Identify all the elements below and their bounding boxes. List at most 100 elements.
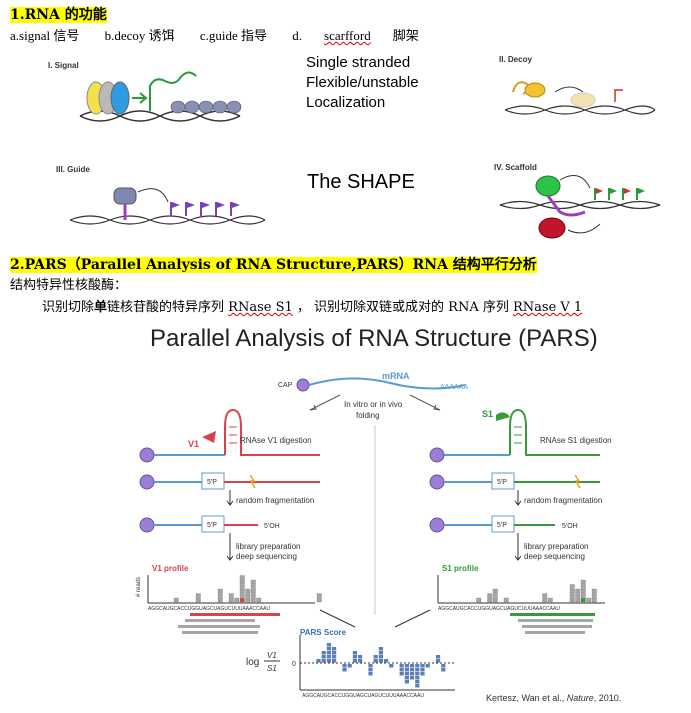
read-block: [580, 584, 586, 589]
pars-score-block: [415, 664, 420, 668]
read-block: [575, 588, 581, 594]
scaffold-flags-icons: [594, 188, 645, 200]
polya-label: AAAAAA: [440, 384, 468, 391]
property-flexible: Flexible/unstable: [306, 74, 419, 91]
shape-label: The SHAPE: [307, 171, 415, 193]
pars-sequence: AGGCAUGCACCUGGUAGCUAGUCUUUAAACCAAU: [302, 693, 424, 699]
svg-text:5'P: 5'P: [207, 522, 217, 529]
pars-score-block: [321, 651, 326, 655]
read-block: [195, 593, 201, 598]
v1-5oh-label: 5'OH: [264, 523, 280, 530]
read-block: [580, 588, 586, 594]
pars-score-block: [352, 651, 357, 655]
read-block: [569, 588, 575, 594]
pars-score-block: [368, 672, 373, 676]
pars-score-block: [420, 664, 425, 668]
nucleosome-icons: [170, 100, 242, 114]
pars-score-block: [404, 672, 409, 676]
decoy-protein-icon: [524, 82, 546, 98]
guide-panel-label: III. Guide: [56, 165, 90, 174]
role-guide: c.guide 指导: [199, 28, 268, 43]
read-block: [542, 593, 548, 598]
pars-score-block: [420, 668, 425, 672]
s1-digestion-label: RNAse S1 digestion: [540, 436, 612, 445]
s1-read-bar: [522, 625, 592, 628]
rna-properties: Single stranded Flexible/unstable Locali…: [306, 53, 419, 113]
v1-hairpin: [224, 408, 320, 456]
read-block: [239, 588, 245, 594]
read-block: [492, 597, 498, 603]
v1-profile-bars: [173, 575, 322, 603]
v1-branch: V1 RNAse V1 digestion 5'P random fragmen…: [136, 408, 322, 634]
nuclease-description: 识别切除单链核苷酸的特异序列 RNase S1 ， 识别切除双链或成对的 RNA…: [42, 300, 583, 315]
read-block: [316, 593, 322, 598]
v1-read-bar: [182, 631, 258, 634]
read-block: [575, 593, 581, 598]
read-block: [239, 575, 245, 580]
guide-protein-icon: [113, 187, 137, 205]
s1-label: S1: [482, 409, 493, 419]
read-block: [250, 584, 256, 589]
histone-mark-icons: [170, 202, 240, 216]
v1-digestion-label: RNAse V1 digestion: [240, 436, 312, 445]
decoy-diagram: II. Decoy: [499, 55, 656, 115]
pars-score-label: PARS Score: [300, 628, 347, 637]
green-protein-icon: [535, 175, 561, 197]
pars-score-block: [399, 664, 404, 668]
read-block: [580, 597, 586, 603]
read-block: [492, 588, 498, 594]
read-block: [586, 597, 592, 603]
read-block: [569, 593, 575, 598]
pars-score-block: [441, 668, 446, 672]
pars-score-block: [404, 680, 409, 684]
s1-cap-icon: [429, 447, 445, 463]
left-split-arrow: [309, 394, 341, 411]
signal-rna-icon: [149, 71, 197, 111]
s1-random-frag-label: random fragmentation: [524, 496, 602, 505]
pars-score-block: [332, 655, 337, 659]
signal-panel-label: I. Signal: [48, 61, 79, 70]
pars-score-block: [332, 647, 337, 651]
pars-figure-title: Parallel Analysis of RNA Structure (PARS…: [150, 325, 598, 352]
read-block: [245, 597, 251, 603]
read-block: [239, 597, 245, 603]
pars-score-block: [378, 655, 383, 659]
v1-read-bar: [185, 619, 255, 622]
pars-score-block: [321, 659, 326, 663]
s1-read-bar: [510, 613, 595, 616]
pars-score-block: [368, 668, 373, 672]
folding-label-1: In vitro or in vivo: [344, 400, 403, 409]
pars-score-block: [404, 668, 409, 672]
s1-hairpin: [509, 408, 600, 456]
v1-5p-label: 5'P: [207, 479, 217, 486]
pars-score-block: [399, 672, 404, 676]
pars-score-block: [410, 676, 415, 680]
read-block: [234, 597, 240, 603]
read-block: [591, 593, 597, 598]
svg-text:5'P: 5'P: [497, 479, 507, 486]
read-block: [492, 593, 498, 598]
v1-lib-prep-label: library preparation: [236, 542, 300, 551]
v1-label: V1: [188, 439, 199, 449]
v1-frag-icon: [249, 474, 256, 489]
reads-axis-label: # reads: [136, 577, 142, 597]
red-protein-icon: [538, 217, 566, 239]
log-label: log: [246, 657, 259, 668]
pars-score-block: [404, 664, 409, 668]
pars-score-block: [321, 655, 326, 659]
pars-score-block: [389, 664, 394, 668]
pars-score-block: [326, 655, 331, 659]
blue-protein-icon: [110, 81, 130, 115]
pars-score-block: [420, 672, 425, 676]
read-block: [580, 579, 586, 585]
role-decoy: b.decoy 诱饵: [104, 28, 175, 43]
pars-score-block: [378, 659, 383, 663]
promoter-icon: [614, 89, 623, 102]
s1-profile-label: S1 profile: [442, 564, 479, 573]
read-block: [217, 597, 223, 603]
property-single-stranded: Single stranded: [306, 54, 411, 71]
s1-sequence: AGGCAUGCACCUGGUAGCUAGUCUUUAAACCAAU: [438, 606, 560, 612]
pars-score-block: [410, 664, 415, 668]
cap-label: CAP: [278, 382, 293, 389]
